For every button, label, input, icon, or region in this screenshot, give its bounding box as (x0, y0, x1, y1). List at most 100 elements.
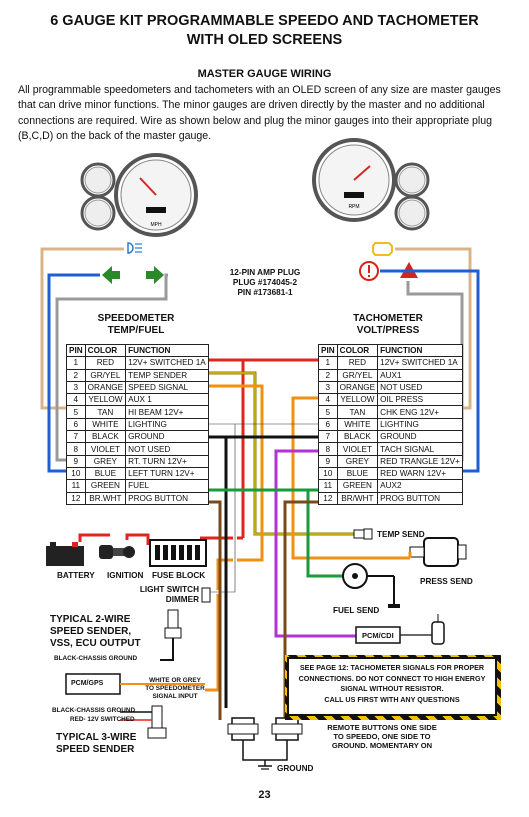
pin-pin-cell: 8 (66, 442, 86, 456)
pin-pin-cell: 2 (318, 368, 338, 382)
pin-function-cell: SPEED SIGNAL (125, 380, 209, 395)
pin-pin-cell: 8 (318, 442, 338, 456)
pin-pin-cell: 5 (66, 405, 86, 419)
pin-color-cell: GREY (84, 454, 127, 468)
warning-box: SEE PAGE 12: TACHOMETER SIGNALS FOR PROP… (287, 657, 497, 716)
speedo-heading-line: TEMP/FUEL (107, 325, 165, 336)
page-number: 23 (258, 789, 271, 801)
warning-line: SIGNAL WITHOUT RESISTOR. (340, 684, 444, 693)
black-chassis-ground-label-2: BLACK-CHASSIS GROUND (52, 707, 136, 714)
battery-label: BATTERY (57, 571, 95, 580)
plug-info-line: 12-PIN AMP PLUG (229, 268, 301, 277)
white-grey-line: TO SPEEDOMETER (145, 685, 205, 692)
pin-color-cell: YELLOW (84, 393, 127, 407)
two-wire-label: TYPICAL 2-WIRE SPEED SENDER, VSS, ECU OU… (50, 614, 141, 650)
remote-button-right (271, 717, 303, 741)
table-header-cell: PIN (318, 343, 338, 358)
fuel-send-label: FUEL SEND (333, 606, 380, 615)
pin-function-cell: OIL PRESS (377, 393, 463, 407)
pin-function-cell: NOT USED (125, 442, 209, 456)
remote-button-left (227, 717, 259, 741)
pin-color-cell: VIOLET (84, 442, 127, 456)
tach-heading: TACHOMETER VOLT/PRESS (318, 313, 458, 337)
section-title: MASTER GAUGE WIRING (197, 68, 332, 80)
pin-function-cell: NOT USED (377, 380, 463, 395)
pin-pin-cell: 1 (66, 356, 86, 370)
pin-color-cell: YELLOW (336, 393, 379, 407)
page-title: 6 GAUGE KIT PROGRAMMABLE SPEEDO AND TACH… (50, 13, 479, 29)
pin-function-cell: GROUND (377, 430, 463, 444)
pin-color-cell: ORANGE (84, 380, 127, 395)
three-wire-speed-sender-icon (147, 705, 167, 739)
pcm-gps-label: PCM/GPS (71, 680, 104, 687)
press-send-label: PRESS SEND (420, 577, 473, 586)
pin-color-cell: WHITE (336, 417, 379, 432)
table-header-cell: FUNCTION (125, 343, 209, 358)
pin-color-cell: TAN (336, 405, 379, 419)
tachometer-gauge-cluster: RPM (312, 138, 430, 231)
mph-label: MPH (150, 222, 162, 228)
three-wire-line: TYPICAL 3-WIRE (56, 732, 137, 743)
warning-line: CALL US FIRST WITH ANY QUESTIONS (324, 694, 460, 704)
light-switch-icon (201, 587, 211, 603)
warning-circle-icon (359, 261, 379, 281)
pin-color-cell: GREY (336, 454, 379, 468)
fuse-block-icon (149, 539, 207, 567)
pin-color-cell: RED (84, 356, 127, 370)
pressure-sender-icon (409, 537, 467, 567)
pin-pin-cell: 4 (318, 393, 338, 407)
pin-function-cell: GROUND (125, 430, 209, 444)
pin-color-cell: BLUE (84, 466, 127, 481)
pin-function-cell: PROG BUTTON (125, 491, 209, 505)
pin-function-cell: 12V+ SWITCHED 1A (377, 356, 463, 370)
pcm-cdi-label: PCM/CDI (362, 631, 394, 640)
pin-pin-cell: 11 (66, 479, 86, 493)
light-switch-line: LIGHT SWITCH (139, 585, 199, 594)
pin-color-cell: GR/YEL (84, 368, 127, 382)
pin-function-cell: AUX2 (377, 479, 463, 493)
white-grey-signal-label: WHITE OR GREY TO SPEEDOMETER SIGNAL INPU… (137, 677, 213, 701)
pin-function-cell: FUEL (125, 479, 209, 493)
pin-pin-cell: 10 (66, 466, 86, 481)
pin-pin-cell: 1 (318, 356, 338, 370)
fuel-sender-icon (342, 563, 400, 608)
temp-sender-icon (353, 528, 373, 540)
pin-pin-cell: 3 (318, 380, 338, 395)
pin-pin-cell: 11 (318, 479, 338, 493)
pin-function-cell: AUX 1 (125, 393, 209, 407)
battery-icon (46, 542, 84, 566)
fuse-block-label: FUSE BLOCK (152, 571, 206, 580)
two-wire-line: SPEED SENDER, (50, 626, 132, 637)
pin-function-cell: PROG BUTTON (377, 491, 463, 505)
pin-function-cell: TACH SIGNAL (377, 442, 463, 456)
intro-paragraph: All programmable speedometers and tachom… (18, 84, 501, 142)
table-header-cell: PIN (66, 343, 86, 358)
pin-color-cell: ORANGE (336, 380, 379, 395)
light-switch-line: DIMMER (165, 595, 199, 604)
ignition-switch-icon (99, 545, 135, 559)
speedo-heading-line: SPEEDOMETER (97, 313, 175, 324)
pin-color-cell: BR.WHT (84, 491, 127, 505)
pin-pin-cell: 7 (318, 430, 338, 444)
pin-function-cell: RED WARN 12V+ (377, 466, 463, 481)
pin-pin-cell: 7 (66, 430, 86, 444)
three-wire-label: TYPICAL 3-WIRE SPEED SENDER (56, 732, 136, 756)
ground-label: GROUND (277, 764, 314, 773)
pin-pin-cell: 6 (318, 417, 338, 432)
pin-color-cell: GREEN (336, 479, 379, 493)
plug-info: 12-PIN AMP PLUG PLUG #174045-2 PIN #1736… (200, 268, 330, 298)
black-chassis-ground-label-1: BLACK-CHASSIS GROUND (54, 655, 138, 662)
